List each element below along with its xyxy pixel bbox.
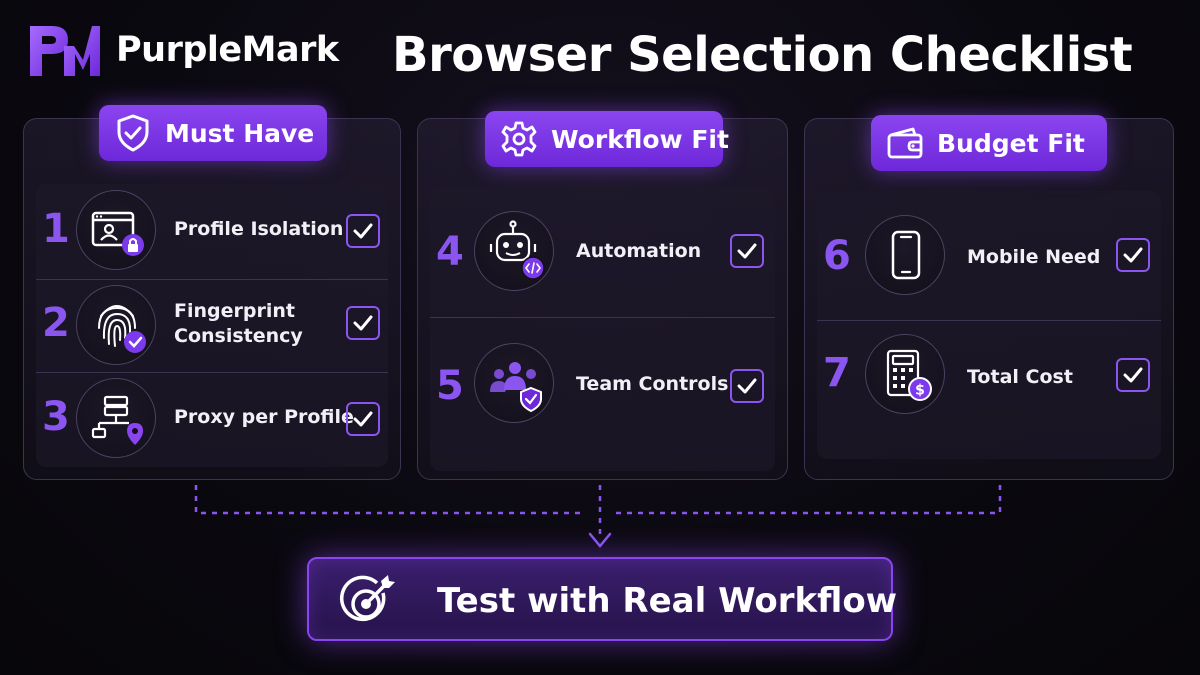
cta-label: Test with Real Workflow	[437, 581, 898, 621]
check-icon	[737, 243, 757, 259]
item-label: Proxy per Profile	[174, 406, 354, 428]
item-label: Automation	[576, 240, 702, 262]
check-icon	[737, 378, 757, 394]
item-number: 1	[42, 206, 70, 252]
header: PurpleMark Browser Selection Checklist	[0, 0, 1200, 100]
calculator-dollar-icon: $	[886, 349, 932, 401]
checklist-item-4: 4 Automation	[430, 187, 775, 317]
team-shield-icon	[490, 362, 542, 413]
checkbox-checked[interactable]	[346, 214, 380, 248]
checkbox-checked[interactable]	[346, 306, 380, 340]
card-heading-label: Workflow Fit	[551, 124, 729, 154]
fingerprint-check-icon	[98, 305, 146, 353]
divider	[36, 279, 388, 280]
item-number: 3	[42, 394, 70, 440]
item-label: Total Cost	[967, 366, 1073, 388]
checkbox-checked[interactable]	[1116, 238, 1150, 272]
item-group: 6 Mobile Need 7	[817, 191, 1161, 459]
card-workflow-fit: Workflow Fit 4	[417, 111, 788, 480]
checkbox-checked[interactable]	[346, 402, 380, 436]
item-group: 4 Automation	[430, 187, 775, 471]
network-location-icon	[91, 395, 143, 445]
card-heading-label: Budget Fit	[937, 128, 1085, 158]
smartphone-icon	[891, 230, 921, 280]
item-label: Team Controls	[576, 373, 729, 395]
item-icon-circle	[76, 285, 156, 365]
item-number: 6	[823, 233, 851, 279]
check-icon	[1123, 367, 1143, 383]
checkbox-checked[interactable]	[730, 369, 764, 403]
checklist-item-2: 2 Fingerprint Consistency	[36, 279, 388, 372]
item-label: Fingerprint Consistency	[174, 300, 303, 347]
item-icon-circle	[76, 378, 156, 458]
checklist-item-6: 6 Mobile Need	[817, 191, 1161, 320]
gear-icon	[501, 121, 537, 157]
checkbox-checked[interactable]	[730, 234, 764, 268]
wallet-icon	[887, 127, 923, 159]
checklist-item-3: 3 Proxy per Profile	[36, 372, 388, 467]
item-number: 4	[436, 229, 464, 275]
item-icon-circle	[76, 190, 156, 270]
item-icon-circle	[474, 211, 554, 291]
page-title: Browser Selection Checklist	[392, 27, 1133, 83]
item-group: 1 Profile Isolation 2	[36, 184, 388, 467]
divider	[36, 372, 388, 373]
item-icon-circle	[474, 343, 554, 423]
test-with-real-workflow-button[interactable]: Test with Real Workflow	[307, 557, 897, 641]
divider	[430, 317, 775, 318]
card-heading-budget-fit: Budget Fit	[871, 115, 1107, 171]
check-icon	[353, 315, 373, 331]
item-label: Mobile Need	[967, 246, 1101, 268]
card-heading-workflow-fit: Workflow Fit	[485, 111, 729, 167]
pm-logo-icon	[30, 26, 100, 76]
checkbox-checked[interactable]	[1116, 358, 1150, 392]
divider	[817, 320, 1161, 321]
svg-text:$: $	[915, 383, 925, 399]
item-icon-circle: $	[865, 334, 945, 414]
check-icon	[353, 411, 373, 427]
checklist-item-1: 1 Profile Isolation	[36, 184, 388, 279]
profile-lock-icon	[91, 211, 144, 256]
card-heading-must-have: Must Have	[99, 105, 327, 161]
brand-name: PurpleMark	[116, 30, 339, 70]
shield-check-icon	[117, 114, 149, 152]
card-must-have: Must Have 1 Profile Isolation	[23, 105, 401, 480]
robot-code-icon	[489, 220, 545, 280]
item-number: 2	[42, 300, 70, 346]
card-budget-fit: Budget Fit 6 Mobile Need 7	[804, 115, 1174, 480]
check-icon	[353, 223, 373, 239]
check-icon	[1123, 247, 1143, 263]
card-heading-label: Must Have	[165, 118, 315, 148]
item-icon-circle	[865, 215, 945, 295]
item-number: 7	[823, 350, 851, 396]
checklist-item-5: 5 Team Controls	[430, 317, 775, 471]
item-label: Profile Isolation	[174, 218, 344, 240]
checklist-item-7: 7 $ Total Cost	[817, 320, 1161, 459]
item-number: 5	[436, 363, 464, 409]
target-arrow-icon	[339, 575, 395, 622]
